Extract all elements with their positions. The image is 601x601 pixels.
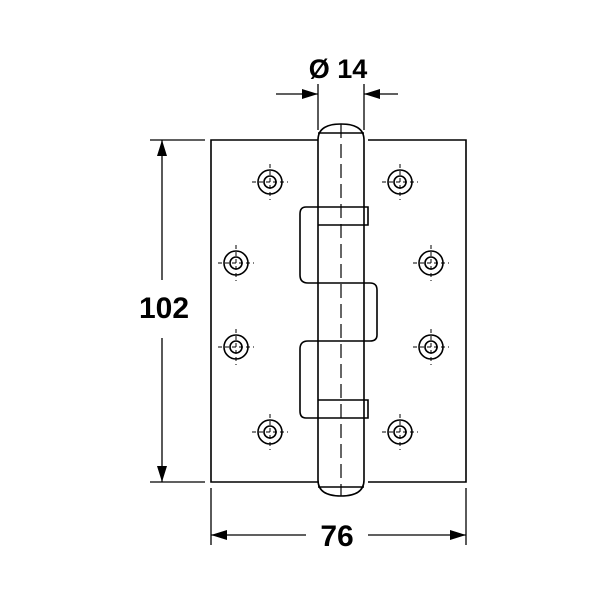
screw-hole-icon xyxy=(218,329,254,365)
pin-diameter-dimension xyxy=(276,84,398,130)
right-wrap-bottom xyxy=(364,399,369,419)
screw-holes xyxy=(218,164,449,450)
left-wrap-top xyxy=(299,206,318,284)
height-dimension xyxy=(150,139,205,483)
screw-hole-icon xyxy=(413,329,449,365)
right-leaf xyxy=(368,139,467,483)
screw-hole-icon xyxy=(252,164,288,200)
screw-hole-icon xyxy=(252,414,288,450)
screw-hole-icon xyxy=(218,245,254,281)
width-dimension xyxy=(210,488,467,545)
screw-hole-icon xyxy=(382,414,418,450)
screw-hole-icon xyxy=(382,164,418,200)
left-wrap-bottom xyxy=(299,340,318,419)
right-wrap-middle xyxy=(364,282,378,342)
pin-diameter-label: Ø 14 xyxy=(309,54,368,84)
width-label: 76 xyxy=(320,520,353,553)
screw-hole-icon xyxy=(413,245,449,281)
hinge-knuckle xyxy=(317,123,365,497)
left-leaf xyxy=(210,139,318,483)
height-label: 102 xyxy=(139,292,189,325)
right-wrap-top xyxy=(364,206,369,226)
